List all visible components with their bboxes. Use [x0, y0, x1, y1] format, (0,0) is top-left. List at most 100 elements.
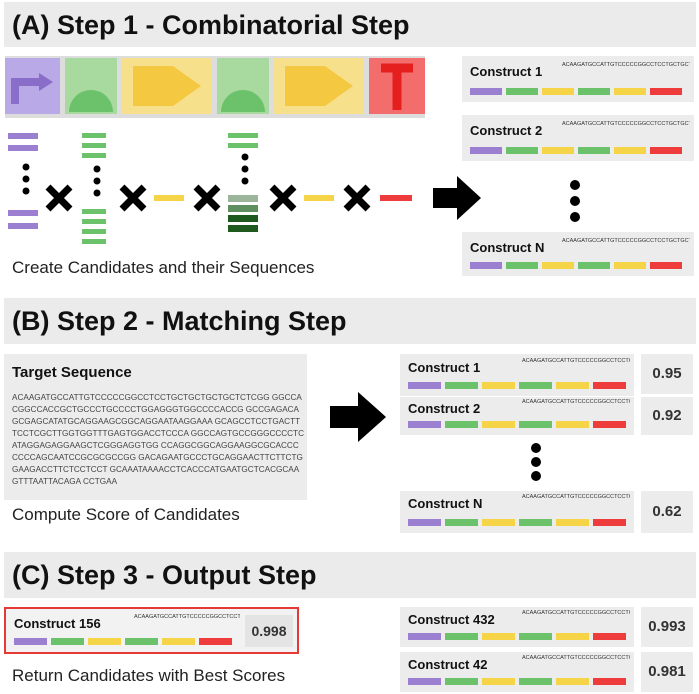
- green-bar: [82, 133, 106, 138]
- green-bar: [82, 239, 106, 244]
- construct-sequence: ACAAGATGCCATTGTCCCCCGGCCTCCTGCTGCTGCTGCT…: [522, 494, 630, 500]
- part-color-bar: [578, 88, 610, 95]
- ellipsis-dot: [241, 177, 249, 185]
- step3-caption: Return Candidates with Best Scores: [12, 666, 286, 685]
- midgreen-bar: [228, 205, 258, 212]
- part-color-bar: [650, 88, 682, 95]
- step2-title: (B) Step 2 - Matching Step: [12, 306, 347, 336]
- part-color-bar: [470, 262, 502, 269]
- part-color-bar: [519, 421, 552, 428]
- construct-label: Construct 1: [470, 64, 543, 79]
- rbs-icon-1: [69, 90, 113, 112]
- ellipsis-dot: [22, 175, 30, 183]
- part-color-bar: [556, 678, 589, 685]
- step1-title: (A) Step 1 - Combinatorial Step: [12, 10, 410, 40]
- score-badge: 0.62: [641, 491, 693, 533]
- part-color-bar: [556, 633, 589, 640]
- purple-bar: [8, 133, 38, 139]
- darkgreen-bar: [228, 215, 258, 222]
- part-color-bar: [614, 88, 646, 95]
- parts-strip: [5, 56, 425, 118]
- right-arrow-icon: [433, 176, 481, 220]
- target-sequence-label: Target Sequence: [12, 364, 132, 381]
- part-color-bar: [482, 519, 515, 526]
- step3-header: (C) Step 3 - Output Step: [4, 552, 696, 598]
- score-badge: 0.998: [245, 615, 293, 647]
- part-color-bar: [482, 633, 515, 640]
- darkgreen-bar: [228, 225, 258, 232]
- part-color-bar: [482, 382, 515, 389]
- part-color-bar: [542, 147, 574, 154]
- ellipsis-dot: [22, 187, 30, 195]
- step3-title: (C) Step 3 - Output Step: [12, 560, 317, 590]
- green-bar: [82, 229, 106, 234]
- ellipsis-dot: [570, 180, 580, 190]
- construct-label: Construct 2: [470, 123, 543, 138]
- score-badge: 0.95: [641, 354, 693, 394]
- part-color-bar: [445, 678, 478, 685]
- multiply-icon: [343, 184, 371, 212]
- ellipsis-dot: [531, 457, 541, 467]
- rbs-icon-2: [221, 90, 265, 112]
- part-color-bar: [556, 421, 589, 428]
- construct-sequence: ACAAGATGCCATTGTCCCCCGGCCTCCTGCTGCTGCTGCT…: [522, 358, 630, 364]
- right-arrow-icon: [330, 392, 386, 442]
- part-color-bar: [408, 421, 441, 428]
- construct-sequence: ACAAGATGCCATTGTCCCCCGGCCTCCTGCTGCTGCTGCT…: [134, 614, 240, 620]
- score-badge: 0.981: [641, 652, 693, 692]
- multiply-icon: [45, 184, 73, 212]
- multiply-icon: [119, 184, 147, 212]
- multiply-icon: [269, 184, 297, 212]
- yellow-bar: [154, 195, 184, 201]
- red-bar: [380, 195, 412, 201]
- part-color-bar: [650, 262, 682, 269]
- construct-sequence: ACAAGATGCCATTGTCCCCCGGCCTCCTGCTGCTGCTGCT…: [562, 238, 690, 244]
- construct-sequence: ACAAGATGCCATTGTCCCCCGGCCTCCTGCTGCTGCTGCT…: [522, 399, 630, 405]
- ellipsis-dot: [531, 443, 541, 453]
- part-color-bar: [593, 519, 626, 526]
- construct-card: Construct 2 ACAAGATGCCATTGTCCCCCGGCCTCCT…: [462, 115, 694, 161]
- ellipsis-dot: [93, 165, 101, 173]
- green-bar: [82, 219, 106, 224]
- part-color-bar: [162, 638, 195, 645]
- score-badge: 0.92: [641, 397, 693, 435]
- part-color-bar: [470, 147, 502, 154]
- part-color-bar: [88, 638, 121, 645]
- part-color-bar: [445, 633, 478, 640]
- green-bar: [228, 133, 258, 138]
- ellipsis-dot: [570, 212, 580, 222]
- purple-bar: [8, 210, 38, 216]
- ellipsis-dot: [22, 163, 30, 171]
- part-color-bar: [650, 147, 682, 154]
- ellipsis-dot: [531, 471, 541, 481]
- green-bar: [82, 209, 106, 214]
- construct-card: Construct 1 ACAAGATGCCATTGTCCCCCGGCCTCCT…: [462, 56, 694, 102]
- part-color-bar: [556, 519, 589, 526]
- part-color-bar: [614, 262, 646, 269]
- step1-caption: Create Candidates and their Sequences: [12, 258, 315, 277]
- ellipsis-dot: [241, 165, 249, 173]
- construct-sequence: ACAAGATGCCATTGTCCCCCGGCCTCCTGCTGCTGCTGCT…: [562, 121, 690, 127]
- part-color-bar: [506, 262, 538, 269]
- part-color-bar: [542, 88, 574, 95]
- multiply-icon: [193, 184, 221, 212]
- part-color-bar: [14, 638, 47, 645]
- step2-caption: Compute Score of Candidates: [12, 505, 240, 524]
- yellow-bar: [304, 195, 334, 201]
- construct-sequence: ACAAGATGCCATTGTCCCCCGGCCTCCTGCTGCTGCTGCT…: [562, 62, 690, 68]
- part-color-bar: [408, 678, 441, 685]
- step2-header: (B) Step 2 - Matching Step: [4, 298, 696, 344]
- purple-bar: [8, 145, 38, 151]
- terminator-icon: [381, 63, 413, 110]
- part-color-bar: [408, 519, 441, 526]
- part-color-bar: [519, 382, 552, 389]
- part-color-bar: [408, 382, 441, 389]
- construct-card: Construct 432 ACAAGATGCCATTGTCCCCCGGCCTC…: [400, 607, 634, 647]
- promoter-icon: [11, 78, 43, 104]
- purple-bar: [8, 223, 38, 229]
- green-bar: [82, 143, 106, 148]
- part-color-bar: [614, 147, 646, 154]
- part-color-bar: [445, 519, 478, 526]
- ellipsis-dot: [93, 177, 101, 185]
- part-color-bar: [199, 638, 232, 645]
